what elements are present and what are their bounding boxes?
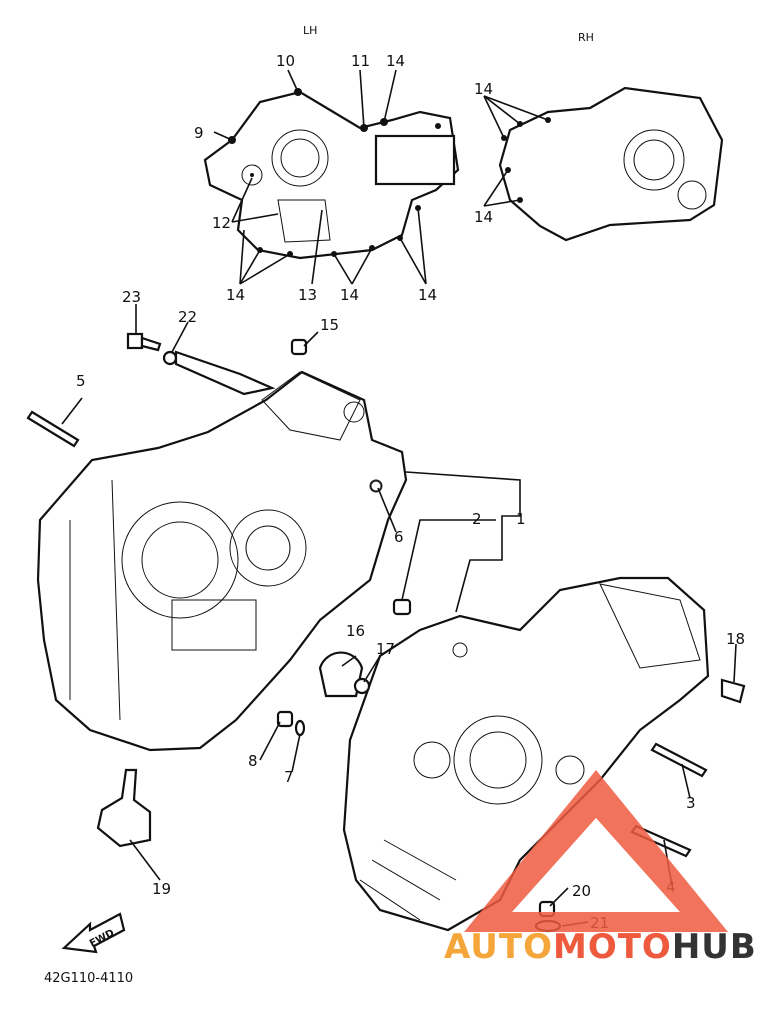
- callout-14-lh-bottom-right: 14: [418, 286, 437, 304]
- callout-14-top: 14: [386, 52, 405, 70]
- bolt-23: [126, 332, 162, 352]
- left-crankcase-half: [36, 370, 408, 752]
- washer-7: [294, 719, 306, 737]
- callout-23: 23: [122, 288, 141, 306]
- callout-14-rh-bottom: 14: [474, 208, 493, 226]
- watermark-triangle-icon: [464, 770, 728, 932]
- rh-gasket: [498, 86, 724, 242]
- cap-16: [318, 651, 364, 698]
- callout-18: 18: [726, 630, 745, 648]
- callout-20: 20: [572, 882, 591, 900]
- callout-2: 2: [472, 510, 482, 528]
- callout-10: 10: [276, 52, 295, 70]
- callout-11: 11: [351, 52, 370, 70]
- callout-6: 6: [394, 528, 404, 546]
- collar-8: [276, 710, 294, 728]
- callout-7: 7: [284, 768, 294, 786]
- callout-14-lh-bottom-left: 14: [226, 286, 245, 304]
- callout-16: 16: [346, 622, 365, 640]
- callout-labels: 1 2 3 4 5 6 7 8 9 10 11 12 13 14 14 14 1…: [76, 52, 745, 932]
- callout-5: 5: [76, 372, 86, 390]
- watermark-hub: HUB: [672, 927, 757, 967]
- callout-22: 22: [178, 308, 197, 326]
- callout-15: 15: [320, 316, 339, 334]
- o-ring-17: [353, 677, 371, 695]
- automotohub-watermark: AUTOMOTOHUB: [444, 770, 757, 967]
- callout-19: 19: [152, 880, 171, 898]
- fwd-direction-arrow-icon: FWD: [61, 912, 126, 954]
- callout-9: 9: [194, 124, 204, 142]
- watermark-text: AUTOMOTOHUB: [444, 927, 757, 967]
- lh-view-label: LH: [303, 24, 317, 37]
- stud-bolt-5: [26, 410, 80, 448]
- o-ring-6: [370, 480, 382, 492]
- rh-view-label: RH: [578, 31, 594, 44]
- cover-19: [96, 768, 152, 848]
- callout-14-rh-top: 14: [474, 80, 493, 98]
- callout-17: 17: [376, 640, 395, 658]
- callout-13: 13: [298, 286, 317, 304]
- watermark-auto: AUTO: [444, 927, 553, 967]
- watermark-moto: MOTO: [553, 927, 672, 967]
- callout-14-lh-bottom-mid: 14: [340, 286, 359, 304]
- plug-15: [290, 338, 308, 356]
- right-crankcase-half: [342, 576, 710, 932]
- callout-8: 8: [248, 752, 258, 770]
- callout-12: 12: [212, 214, 231, 232]
- callout-3: 3: [686, 794, 696, 812]
- drawing-code: 42G110-4110: [44, 971, 133, 986]
- callout-1: 1: [516, 510, 526, 528]
- dowel-pin-2: [392, 598, 412, 616]
- clip-18: [720, 678, 746, 704]
- breather-pipe-22: [162, 350, 276, 396]
- stud-bolt-3: [650, 742, 708, 778]
